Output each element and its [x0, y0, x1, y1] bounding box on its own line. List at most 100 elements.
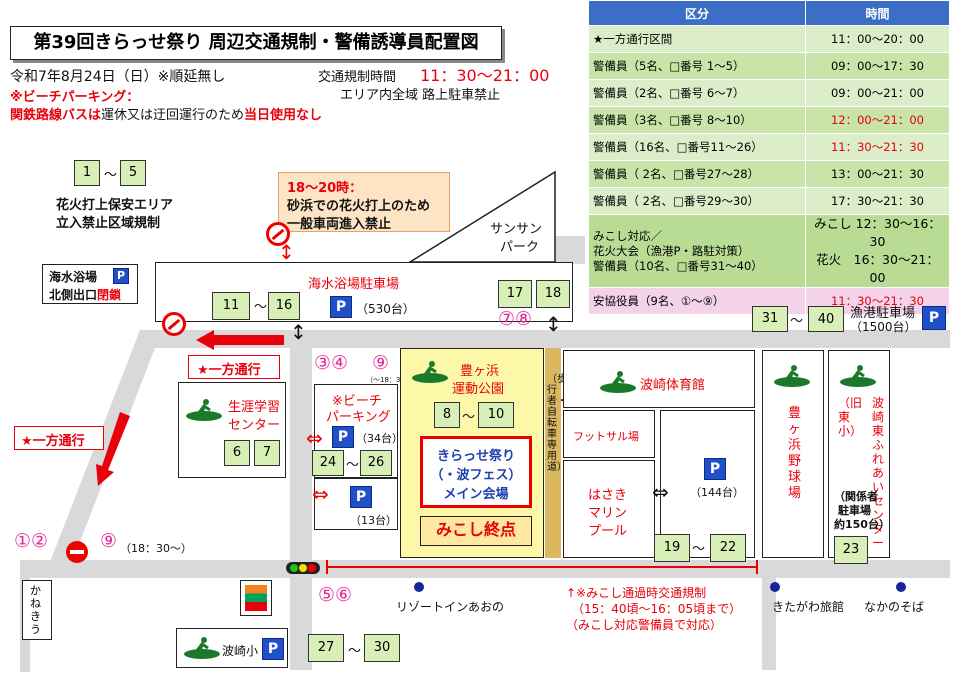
guard-box-6: 6	[224, 440, 250, 466]
gym-block	[563, 350, 755, 408]
road-center	[290, 330, 312, 670]
beach-parking-note: 関鉄路線バスは運休又は迂回運行のため当日使用なし	[10, 104, 322, 123]
facility-icon	[838, 362, 882, 387]
reg-line-end-left	[326, 560, 328, 574]
futsal-block	[563, 410, 655, 458]
exit-closure-box: 海水浴場 P 北側出口閉鎖	[42, 264, 138, 304]
road-south	[20, 560, 950, 578]
arrow-updown-icon: ↕	[278, 240, 295, 264]
pedestrian-label: （歩行者・自転車専用道）	[547, 374, 567, 473]
guard-box-26: 26	[360, 450, 392, 476]
traffic-signal-icon	[286, 562, 320, 574]
regulation-time: 11：30〜21：00	[420, 66, 550, 85]
related-label-2: 駐車場	[838, 504, 871, 517]
guard-box-7: 7	[254, 440, 280, 466]
mikoshi-regulation-line	[326, 566, 758, 568]
guard-box-5: 5	[120, 160, 146, 186]
facility-icon	[184, 396, 228, 421]
arrow-updown-icon: ↕	[545, 312, 562, 336]
kanekiu-block	[22, 580, 52, 640]
exit-label-1: 海水浴場	[49, 270, 98, 284]
fireworks-area-label: 花火打上保安エリア	[56, 198, 174, 213]
sunsun-label-1: サンサン	[490, 222, 543, 237]
tilde: 〜	[254, 300, 268, 315]
landmark-dot	[770, 582, 780, 592]
legend-row: 警備員（ 2名、□番号27〜28）13：00〜21：30	[588, 160, 950, 188]
p144-count: （144台）	[690, 486, 744, 499]
tilde: 〜	[462, 410, 476, 425]
kitagawa-label: きたがわ旅館	[772, 600, 845, 614]
safety-marker-9b-time: （18：30〜）	[120, 542, 192, 555]
mikoshi-reg-3: （みこし対応警備員で対応）	[566, 618, 723, 632]
guard-box-19: 19	[654, 534, 690, 562]
safety-marker-9: ⑨	[372, 352, 390, 374]
oneway-label-box-2: ★一方通行	[14, 426, 104, 450]
tilde: 〜	[346, 458, 360, 473]
pool-label-1: はさき	[588, 488, 628, 503]
parking-icon: P	[330, 296, 352, 318]
bus-text: 関鉄路線バスは	[10, 108, 102, 123]
tilde: 〜	[790, 314, 804, 329]
fishport-label: 漁港駐車場	[850, 306, 916, 321]
exit-closed: 閉鎖	[97, 288, 122, 302]
fureai-label: 波崎東ふれあいセンター	[872, 396, 885, 550]
legend-header-time: 時間	[805, 0, 950, 26]
guard-box-8: 8	[434, 402, 460, 428]
park-label-2: 運動公園	[452, 382, 505, 397]
reg-line-end-right	[756, 560, 758, 574]
parking-icon: P	[262, 638, 284, 660]
parking-icon: P	[332, 426, 354, 448]
road-north	[140, 330, 950, 348]
safety-marker-9b: ⑨	[100, 530, 118, 552]
no-entry-icon	[266, 222, 290, 246]
regulation-note: エリア内全域 路上駐車禁止	[340, 88, 501, 103]
legend-row: 警備員（2名、□番号 6〜7）09：00〜21：00	[588, 79, 950, 107]
guard-box-27: 27	[308, 634, 344, 662]
related-label-3: 約150台）	[834, 518, 890, 531]
safety-marker-12: ①②	[14, 530, 49, 552]
facility-icon	[598, 368, 642, 393]
beach-p-label-1: ※ビーチ	[332, 394, 382, 409]
safety-marker-56: ⑤⑥	[318, 584, 353, 606]
bus-mid: 運休又は迂回運行のため	[101, 108, 245, 123]
lifelong-label-1: 生涯学習	[228, 400, 281, 415]
oneway-label: ★一方通行	[197, 363, 261, 378]
tilde: 〜	[692, 542, 706, 557]
p13-count: （13台）	[350, 514, 397, 527]
nakanosoba-label: なかのそば	[864, 600, 925, 614]
guard-box-23: 23	[834, 536, 868, 564]
beach-parking-name: 海水浴場駐車場	[308, 277, 400, 292]
festival-label-1: きらっせ祭り	[436, 449, 515, 464]
mikoshi-end-box: みこし終点	[420, 516, 532, 546]
guard-box-24: 24	[312, 450, 344, 476]
arrow-leftright-icon: ⇔	[652, 480, 669, 504]
main-venue-box: きらっせ祭り （・波フェス） メイン会場	[420, 436, 532, 508]
futsal-label: フットサル場	[573, 430, 639, 443]
oneway-label-box: ★一方通行	[188, 355, 280, 379]
exit-label-2: 北側出口	[49, 288, 98, 302]
facility-icon	[182, 634, 226, 659]
landmark-dot	[896, 582, 906, 592]
guard-box-40: 40	[808, 306, 844, 332]
parking-icon: P	[113, 268, 129, 284]
hasaki-school-label: 波崎小	[222, 644, 259, 658]
legend-row: 警備員（5名、□番号 1〜5）09：00〜17：30	[588, 52, 950, 80]
mikoshi-reg-2: （15：40頃〜16：05頃まで）	[572, 602, 742, 616]
gym-label: 波崎体育館	[640, 378, 706, 393]
beach-p-label-2: パーキング	[326, 410, 391, 425]
festival-label-2: （・波フェス）	[430, 468, 522, 483]
mikoshi-reg-1: ↑※みこし通過時交通規制	[566, 586, 707, 600]
guard-box-18: 18	[536, 280, 570, 308]
guard-box-31: 31	[752, 306, 788, 332]
parking-icon: P	[350, 486, 372, 508]
road-diagonal	[50, 330, 162, 562]
parking-icon: P	[704, 458, 726, 480]
fireworks-notice: 18〜20時： 砂浜での花火打上のため 一般車両進入禁止	[278, 172, 450, 232]
park-label-1: 豊ヶ浜	[460, 364, 500, 379]
pedestrian-path	[545, 348, 561, 558]
beach-p-count: （34台）	[356, 432, 403, 445]
beach-parking-head: ※ビーチパーキング：	[10, 90, 140, 105]
